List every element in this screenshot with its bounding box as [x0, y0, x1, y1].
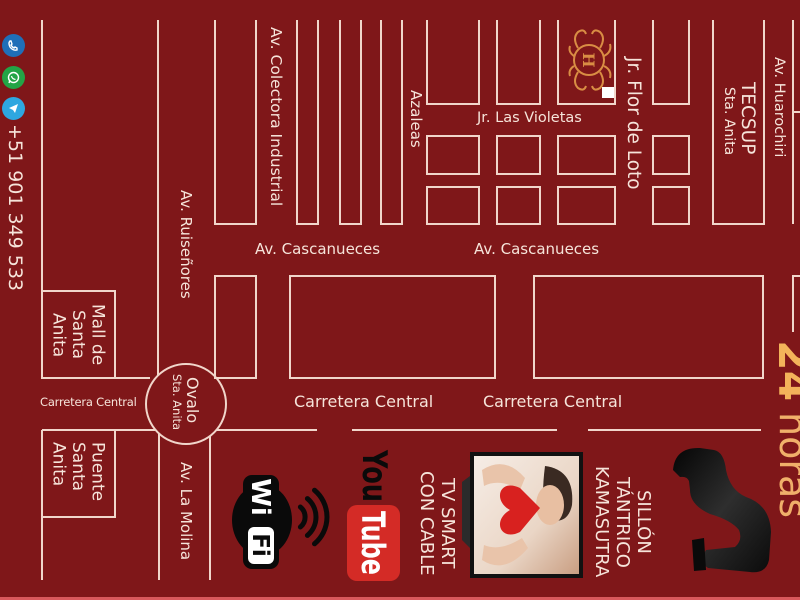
hotel-logo-icon: H: [568, 29, 612, 91]
block: [426, 20, 480, 105]
bottom-border: [0, 597, 800, 600]
block: [557, 186, 616, 225]
block: [426, 135, 480, 175]
block: [557, 135, 616, 175]
street-label-huarochiri: Av. Huarochiri: [771, 57, 787, 158]
hotel-logo-letter: H: [579, 52, 598, 67]
puente-line-3: Anita: [48, 442, 69, 487]
landmark-puente-santa-anita: Puente Santa Anita: [48, 442, 108, 502]
block: [557, 20, 616, 105]
block: [496, 186, 541, 225]
tv-line-2: CON CABLE: [416, 470, 437, 576]
badge-number: 24: [768, 340, 800, 402]
youtube-text-tube: Tube: [354, 511, 392, 575]
sillon-line-1: SILLÓN: [633, 490, 654, 554]
block: [289, 275, 496, 379]
street-label-las-violetas: Jr. Las Violetas: [477, 110, 582, 126]
street-label-flor-de-loto: Jr. Flor de Loto: [623, 57, 644, 190]
sillon-line-3: KAMASUTRA: [591, 466, 612, 578]
ovalo-name: Ovalo: [183, 377, 202, 424]
youtube-icon: You Tube: [347, 449, 400, 581]
street-label-cascanueces-2: Av. Cascanueces: [474, 240, 600, 258]
youtube-text-you: You: [354, 449, 394, 502]
whatsapp-icon[interactable]: [2, 66, 25, 89]
block: [214, 275, 257, 379]
tecsup-district: Sta. Anita: [721, 87, 737, 156]
block: [296, 20, 319, 225]
wifi-text-fi: Fi: [247, 533, 273, 557]
ovalo-roundabout: [145, 363, 227, 445]
amenity-sillon-label: SILLÓN TÁNTRICO KAMASUTRA: [591, 462, 654, 582]
puente-line-2: Santa: [68, 442, 88, 492]
street-label-carretera-2: Carretera Central: [483, 392, 623, 411]
block-tecsup: [712, 20, 765, 225]
wifi-icon: Wi Fi: [232, 475, 330, 569]
block: [214, 20, 257, 225]
mall-line-3: Anita: [48, 312, 69, 358]
road-edge: [792, 20, 800, 224]
tv-icon: [462, 452, 583, 578]
ovalo-district: Sta. Anita: [170, 374, 184, 431]
block: [339, 20, 362, 225]
block-puente: [42, 430, 116, 518]
landmark-ovalo: Ovalo Sta. Anita: [170, 374, 202, 434]
hotel-location-marker: [602, 87, 614, 98]
road-edge: [158, 434, 211, 580]
street-label-azaleas: Azaleas: [407, 90, 425, 148]
block: [380, 20, 403, 225]
badge-unit: horas: [771, 412, 800, 519]
tv-line-1: TV SMART: [437, 477, 458, 569]
phone-icon[interactable]: [2, 34, 25, 57]
block: [652, 186, 690, 225]
block-mall: [42, 290, 116, 378]
puente-line-1: Puente: [87, 442, 108, 502]
wifi-text-wi: Wi: [245, 478, 275, 516]
open-24-hours-badge: 24 horas: [768, 340, 800, 519]
block: [652, 135, 690, 175]
street-label-cascanueces-1: Av. Cascanueces: [255, 240, 381, 258]
block: [652, 20, 690, 105]
street-label-carretera-1: Carretera Central: [294, 392, 434, 411]
tecsup-name: TECSUP: [737, 82, 758, 155]
road-edge: [792, 275, 800, 332]
sillon-line-2: TÁNTRICO: [612, 476, 633, 568]
street-label-colectora: Av. Colectora Industrial: [267, 27, 285, 207]
block: [496, 20, 541, 105]
mall-line-2: Santa: [68, 310, 88, 360]
block: [426, 186, 480, 225]
landmark-tecsup: TECSUP Sta. Anita: [721, 82, 758, 156]
block: [533, 275, 764, 379]
amenity-tv-label: TV SMART CON CABLE: [416, 468, 458, 578]
telegram-icon[interactable]: [2, 97, 25, 120]
mall-line-1: Mall de: [87, 304, 108, 366]
block: [496, 135, 541, 175]
street-label-la-molina: Av. La Molina: [177, 462, 195, 561]
landmark-mall-santa-anita: Mall de Santa Anita: [48, 300, 108, 370]
phone-number[interactable]: +51 901 349 533: [4, 124, 26, 292]
street-label-ruisenores: Av. Ruiseñores: [177, 190, 195, 299]
road-edge: [41, 429, 156, 580]
street-label-carretera-left: Carretera Central: [40, 395, 137, 409]
chair-icon: [673, 447, 771, 573]
